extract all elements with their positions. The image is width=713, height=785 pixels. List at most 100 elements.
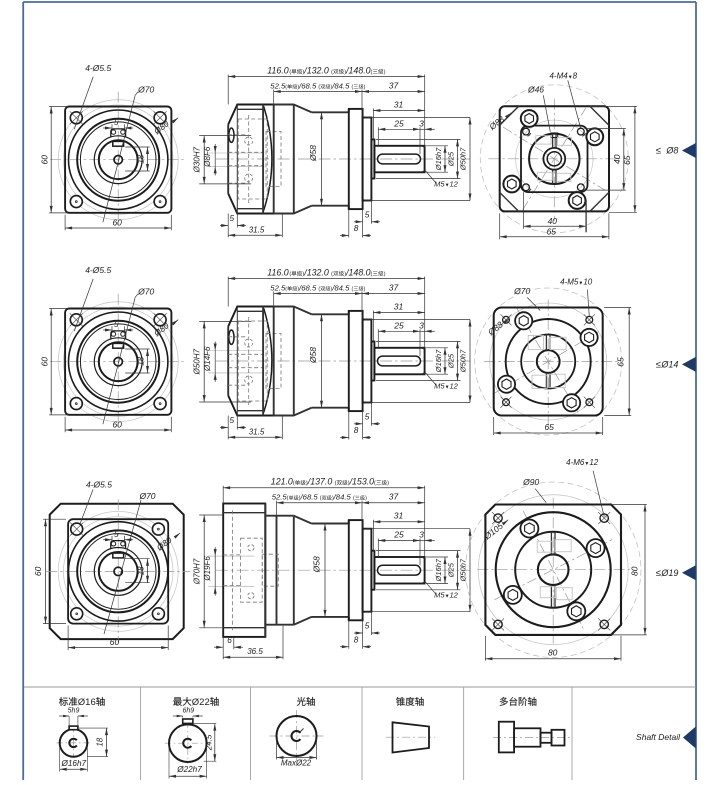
svg-text:5: 5 <box>365 622 370 631</box>
svg-text:Ø19: Ø19 <box>660 568 678 578</box>
svg-text:Ø25: Ø25 <box>447 151 456 167</box>
svg-text:18: 18 <box>137 356 146 365</box>
svg-text:(: ( <box>320 496 322 502</box>
svg-text:/68.5: /68.5 <box>298 82 317 91</box>
svg-text:(: ( <box>287 496 289 502</box>
svg-text:Ø8: Ø8 <box>665 146 678 156</box>
svg-text:4-Ø5.5: 4-Ø5.5 <box>85 63 111 73</box>
svg-text:): ) <box>331 85 333 91</box>
svg-text:65: 65 <box>616 357 626 367</box>
svg-text:37: 37 <box>389 81 399 91</box>
svg-text:): ) <box>332 496 334 502</box>
svg-text:MaxØ22: MaxØ22 <box>281 759 312 768</box>
svg-text:Ø70: Ø70 <box>137 287 154 297</box>
svg-text:(: ( <box>353 496 355 502</box>
svg-text:5: 5 <box>114 530 119 539</box>
svg-text:M5▼12: M5▼12 <box>434 591 459 600</box>
svg-text:): ) <box>344 70 346 76</box>
svg-text:): ) <box>302 272 304 278</box>
svg-text:5: 5 <box>230 416 235 425</box>
svg-text:/132.0: /132.0 <box>303 268 329 278</box>
svg-text:(: ( <box>331 70 333 76</box>
svg-text:25: 25 <box>393 118 404 128</box>
svg-text:Ø70: Ø70 <box>138 491 155 501</box>
svg-text:Ø70: Ø70 <box>137 85 154 95</box>
svg-text:Ø22: Ø22 <box>192 697 210 708</box>
svg-text:/68.5: /68.5 <box>298 284 317 293</box>
svg-text:40: 40 <box>612 154 622 164</box>
svg-text:6: 6 <box>227 636 232 645</box>
svg-text:(: ( <box>289 70 291 76</box>
svg-text:116.0: 116.0 <box>267 66 288 76</box>
svg-text:M5▼12: M5▼12 <box>434 382 459 391</box>
svg-text:4-M4▼8: 4-M4▼8 <box>549 72 577 81</box>
svg-text:Ø50h7: Ø50h7 <box>459 558 468 582</box>
svg-text:/153.0: /153.0 <box>349 477 375 487</box>
svg-text:8: 8 <box>354 635 359 644</box>
svg-text:(: ( <box>371 272 373 278</box>
svg-text:/148.0: /148.0 <box>345 268 371 278</box>
svg-text:18: 18 <box>137 154 146 163</box>
svg-text:3: 3 <box>419 320 424 330</box>
svg-text:52.5: 52.5 <box>270 82 286 91</box>
svg-text:3: 3 <box>419 530 424 540</box>
svg-text:80: 80 <box>548 648 558 658</box>
svg-text:3: 3 <box>419 118 424 128</box>
svg-text:36.5: 36.5 <box>247 647 263 656</box>
svg-text:Ø16h7: Ø16h7 <box>434 147 443 171</box>
svg-text:60: 60 <box>40 155 50 165</box>
svg-text:(: ( <box>371 70 373 76</box>
svg-text:Ø58: Ø58 <box>312 556 322 573</box>
svg-text:): ) <box>384 272 386 278</box>
svg-text:65: 65 <box>544 422 554 432</box>
svg-text:/148.0: /148.0 <box>345 66 371 76</box>
svg-text:116.0: 116.0 <box>267 268 288 278</box>
svg-text:Ø14F6: Ø14F6 <box>203 346 212 372</box>
svg-text:Ø25: Ø25 <box>447 562 456 578</box>
svg-text:(: ( <box>374 481 376 487</box>
svg-text:52.5: 52.5 <box>270 284 286 293</box>
svg-text:Ø70: Ø70 <box>513 286 530 296</box>
svg-text:): ) <box>344 272 346 278</box>
svg-text:31: 31 <box>394 302 404 312</box>
svg-text:8: 8 <box>354 426 359 435</box>
svg-text:≤: ≤ <box>656 146 661 157</box>
svg-text:5: 5 <box>365 211 370 220</box>
svg-text:6h9: 6h9 <box>182 707 194 714</box>
svg-text:52.5: 52.5 <box>272 493 288 502</box>
svg-text:31: 31 <box>394 511 404 521</box>
svg-text:): ) <box>302 70 304 76</box>
svg-text:): ) <box>348 481 350 487</box>
svg-text:4-Ø5.5: 4-Ø5.5 <box>85 265 111 275</box>
svg-text:Ø16h7: Ø16h7 <box>434 558 443 582</box>
svg-text:18: 18 <box>137 566 146 575</box>
svg-text:Ø70H7: Ø70H7 <box>193 558 202 585</box>
svg-text:): ) <box>387 481 389 487</box>
svg-text:): ) <box>365 496 367 502</box>
svg-text:60: 60 <box>40 357 50 367</box>
svg-text:(: ( <box>352 85 354 91</box>
svg-text:Ø46: Ø46 <box>527 85 544 95</box>
svg-text:/84.5: /84.5 <box>333 493 352 502</box>
svg-text:): ) <box>297 85 299 91</box>
svg-text:Ø50h7: Ø50h7 <box>459 349 468 373</box>
svg-text:/68.5: /68.5 <box>300 493 319 502</box>
svg-text:Ø50H7: Ø50H7 <box>193 348 202 375</box>
svg-text:M5▼12: M5▼12 <box>434 180 459 189</box>
svg-text:): ) <box>299 496 301 502</box>
svg-text:121.0: 121.0 <box>271 477 293 487</box>
svg-text:37: 37 <box>389 283 399 293</box>
svg-text:Ø8F6: Ø8F6 <box>203 146 212 168</box>
svg-text:(: ( <box>289 272 291 278</box>
svg-text:25: 25 <box>393 530 404 540</box>
svg-text:5: 5 <box>230 214 235 223</box>
svg-text:(: ( <box>352 287 354 293</box>
svg-text:4-M6▼12: 4-M6▼12 <box>566 458 599 467</box>
svg-text:/84.5: /84.5 <box>331 82 350 91</box>
svg-text:): ) <box>364 85 366 91</box>
svg-text:5: 5 <box>114 320 119 329</box>
svg-text:): ) <box>384 70 386 76</box>
svg-text:Ø90: Ø90 <box>522 477 539 487</box>
svg-text:Ø25: Ø25 <box>447 353 456 369</box>
svg-text:Ø50h7: Ø50h7 <box>459 147 468 171</box>
